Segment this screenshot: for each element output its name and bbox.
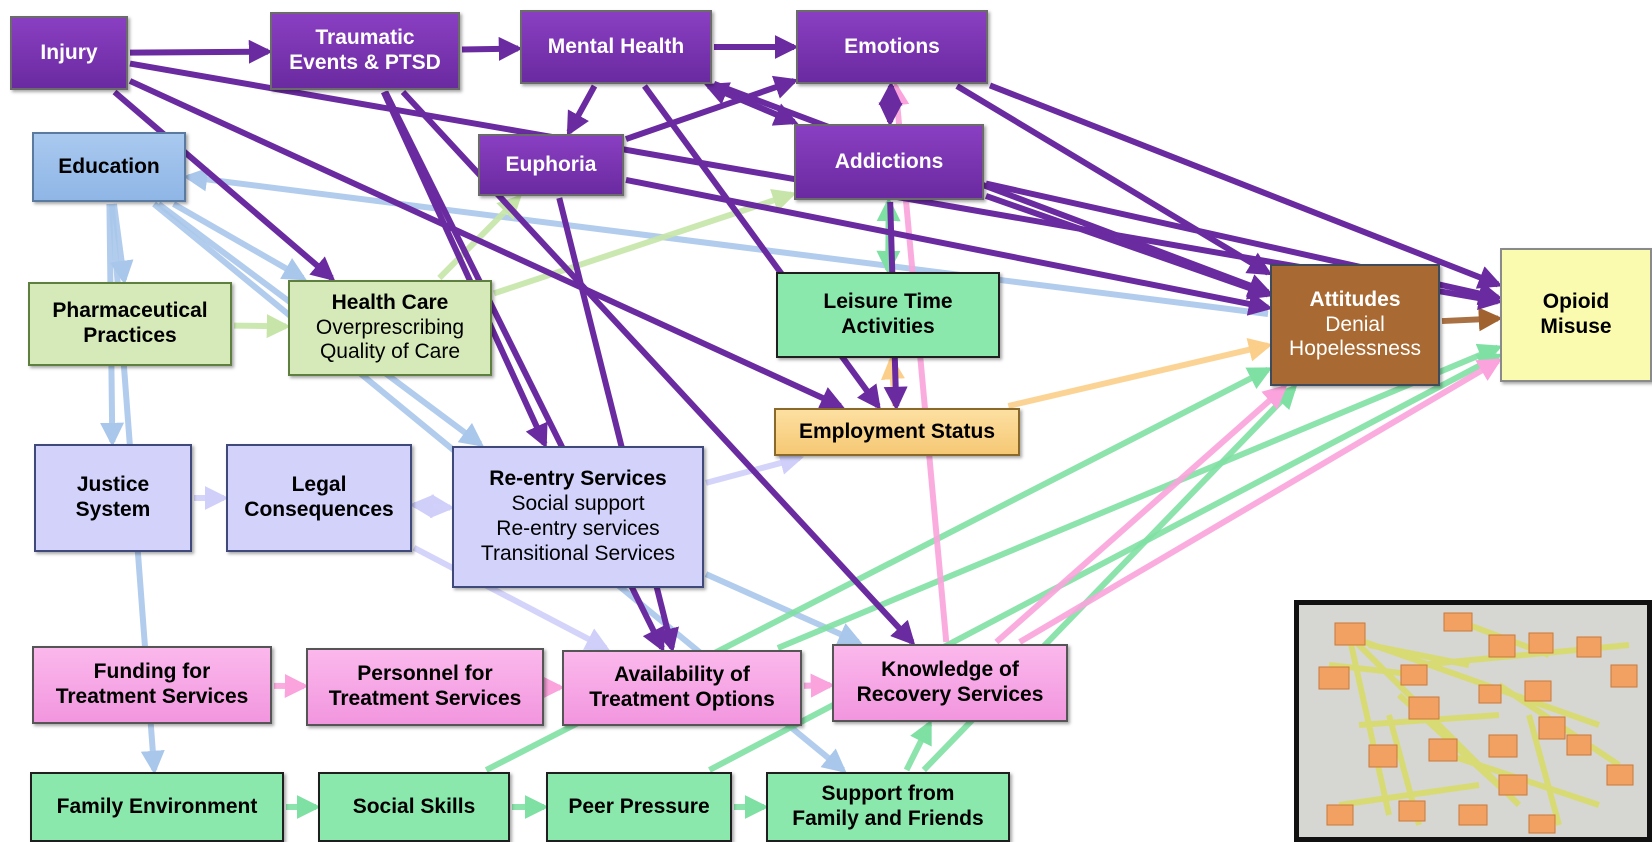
edge-addictions-to-emotions bbox=[878, 81, 903, 123]
node-subitem: Overprescribing bbox=[315, 315, 465, 339]
node-addictions: Addictions bbox=[794, 124, 984, 200]
edge-injury-to-traumatic bbox=[129, 39, 273, 64]
node-title: Funding for Treatment Services bbox=[55, 660, 249, 708]
node-pharma: Pharmaceutical Practices bbox=[28, 282, 232, 366]
node-opioid: Opioid Misuse bbox=[1500, 248, 1652, 382]
node-title: Re-entry Services bbox=[489, 467, 667, 491]
edge-traumatic-to-mental bbox=[461, 36, 523, 61]
edge-support-to-knowledge bbox=[903, 719, 933, 772]
node-title: Family Environment bbox=[56, 794, 258, 818]
node-peer: Peer Pressure bbox=[546, 772, 732, 842]
node-title: Health Care bbox=[331, 290, 449, 314]
edge-emotions-to-attitudes bbox=[955, 83, 1273, 276]
node-title: Knowledge of Recovery Services bbox=[856, 658, 1044, 706]
edge-traumatic-to-reentry bbox=[381, 90, 548, 449]
node-title: Justice System bbox=[75, 473, 151, 521]
node-justice: Justice System bbox=[34, 444, 192, 552]
edge-emotions-to-opioid bbox=[988, 82, 1503, 289]
node-title: Legal Consequences bbox=[244, 473, 394, 521]
edge-pharma-to-healthcare bbox=[233, 314, 291, 339]
edge-availability-to-opioid bbox=[776, 343, 1503, 651]
node-title: Mental Health bbox=[547, 34, 685, 58]
node-euphoria: Euphoria bbox=[478, 134, 624, 196]
edge-mental-to-attitudes bbox=[712, 81, 1273, 297]
node-title: Traumatic Events & PTSD bbox=[289, 26, 441, 74]
node-subitem: Transitional Services bbox=[480, 541, 676, 565]
node-title: Attitudes bbox=[1309, 287, 1401, 311]
node-injury: Injury bbox=[10, 16, 128, 90]
node-title: Injury bbox=[40, 40, 98, 64]
edge-injury-to-healthcare bbox=[112, 89, 336, 282]
node-title: Peer Pressure bbox=[568, 794, 710, 818]
node-title: Pharmaceutical Practices bbox=[52, 299, 208, 347]
node-funding: Funding for Treatment Services bbox=[32, 646, 272, 724]
edge-addictions-to-attitudes bbox=[985, 193, 1273, 300]
node-personnel: Personnel for Treatment Services bbox=[306, 648, 544, 726]
edge-knowledge-to-attitudes bbox=[994, 384, 1288, 645]
node-subitem: Quality of Care bbox=[319, 340, 461, 364]
node-knowledge: Knowledge of Recovery Services bbox=[832, 644, 1068, 722]
edge-addictions-to-mental bbox=[704, 82, 796, 125]
node-title: Employment Status bbox=[798, 419, 996, 443]
node-subitem: Denial bbox=[1325, 312, 1385, 336]
edge-attitudes-to-education bbox=[183, 167, 1269, 317]
node-title: Education bbox=[58, 154, 160, 178]
node-title: Euphoria bbox=[505, 152, 597, 176]
node-family: Family Environment bbox=[30, 772, 284, 842]
node-leisure: Leisure Time Activities bbox=[776, 272, 1000, 358]
edge-euphoria-to-emotions bbox=[625, 75, 799, 142]
node-emotions: Emotions bbox=[796, 10, 988, 84]
edge-reentry-to-legal bbox=[409, 494, 451, 519]
edge-knowledge-to-opioid bbox=[1018, 358, 1503, 645]
node-mental: Mental Health bbox=[520, 10, 712, 84]
edge-healthcare-to-addictions bbox=[493, 188, 797, 297]
node-education: Education bbox=[32, 132, 186, 202]
node-subitem: Hopelessness bbox=[1289, 337, 1421, 361]
node-title: Opioid Misuse bbox=[1540, 290, 1612, 338]
node-subitem: Re-entry services bbox=[496, 517, 660, 540]
node-title: Emotions bbox=[844, 34, 940, 58]
node-title: Availability of Treatment Options bbox=[589, 663, 775, 711]
sticky-note-map-image bbox=[1299, 605, 1647, 837]
edge-euphoria-to-attitudes bbox=[625, 176, 1273, 316]
node-title: Support from Family and Friends bbox=[792, 782, 984, 830]
edge-attitudes-to-opioid bbox=[1441, 307, 1503, 332]
node-employment: Employment Status bbox=[774, 408, 1020, 456]
node-title: Social Skills bbox=[352, 794, 476, 818]
node-social: Social Skills bbox=[318, 772, 510, 842]
node-subitem: Social support bbox=[511, 492, 645, 516]
edge-injury-to-employment bbox=[128, 78, 845, 409]
edge-legal-to-availability bbox=[412, 545, 610, 651]
node-legal: Legal Consequences bbox=[226, 444, 412, 552]
edge-employment-to-attitudes bbox=[1007, 338, 1273, 409]
edge-education-to-healthcare bbox=[172, 201, 307, 281]
node-title: Leisure Time Activities bbox=[823, 290, 953, 338]
node-title: Personnel for Treatment Services bbox=[328, 662, 522, 710]
node-title: Addictions bbox=[834, 149, 944, 173]
whiteboard-photo bbox=[1294, 600, 1652, 842]
node-support: Support from Family and Friends bbox=[766, 772, 1010, 842]
edge-reentry-to-knowledge bbox=[704, 571, 863, 646]
edge-mental-to-euphoria bbox=[566, 84, 598, 137]
node-traumatic: Traumatic Events & PTSD bbox=[270, 12, 460, 90]
node-availability: Availability of Treatment Options bbox=[562, 650, 802, 726]
